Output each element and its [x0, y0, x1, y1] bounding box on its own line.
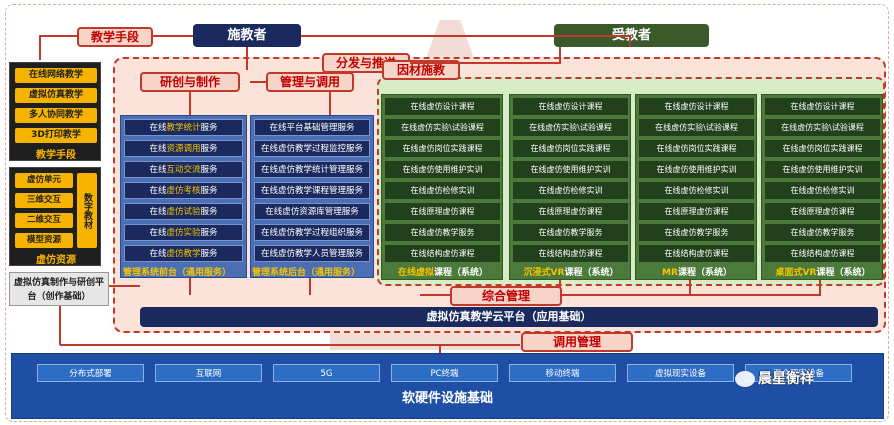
- learner-box: 受教者: [554, 24, 709, 47]
- wechat-icon: [735, 371, 755, 387]
- research-production-label: 研创与制作: [140, 72, 240, 92]
- course-system-panel: 在线虚仿设计课程在线虚仿实验\试验课程在线虚仿岗位实践课程在线虚仿使用维护实训在…: [635, 94, 757, 280]
- course-item[interactable]: 在线原理虚仿课程: [513, 203, 628, 220]
- infrastructure-item[interactable]: 5G: [273, 364, 380, 382]
- infrastructure-item[interactable]: PC终端: [391, 364, 498, 382]
- watermark-text: 晨星衡祥: [758, 371, 814, 387]
- course-system-caption: 在线虚拟课程（系统）: [397, 268, 489, 278]
- course-item[interactable]: 在线虚仿检修实训: [639, 182, 754, 199]
- teaching-methods-panel: 在线网络教学 虚拟仿真教学 多人协同教学 3D打印教学 教学手段: [9, 62, 101, 161]
- outer-frame: [5, 4, 889, 422]
- frontend-caption: 管理系统前台（通用服务）: [123, 268, 232, 278]
- course-item[interactable]: 在线原理虚仿课程: [639, 203, 754, 220]
- teaching-method-item[interactable]: 多人协同教学: [15, 108, 97, 123]
- course-item[interactable]: 在线虚仿实验\试验课程: [639, 119, 754, 136]
- course-item[interactable]: 在线虚仿教学服务: [385, 224, 500, 241]
- resource-item[interactable]: 二维交互: [15, 213, 73, 228]
- teaching-method-item[interactable]: 在线网络教学: [15, 68, 97, 83]
- frontend-service-item[interactable]: 在线资源调用服务: [124, 140, 243, 157]
- course-item[interactable]: 在线虚仿教学服务: [639, 224, 754, 241]
- call-management-label: 调用管理: [521, 332, 633, 352]
- adaptive-teaching-label: 因材施教: [382, 60, 460, 80]
- course-system-caption: 桌面式VR课程（系统）: [775, 268, 871, 278]
- course-item[interactable]: 在线虚仿使用维护实训: [639, 161, 754, 178]
- cloud-platform-bar: 虚拟仿真教学云平台（应用基础）: [140, 307, 878, 327]
- course-system-panel: 在线虚仿设计课程在线虚仿实验\试验课程在线虚仿岗位实践课程在线虚仿使用维护实训在…: [509, 94, 631, 280]
- backend-service-item[interactable]: 在线虚仿教学过程组织服务: [254, 224, 370, 241]
- infrastructure-panel: [11, 353, 884, 419]
- frontend-service-item[interactable]: 在线虚仿试验服务: [124, 203, 243, 220]
- course-item[interactable]: 在线原理虚仿课程: [385, 203, 500, 220]
- course-item[interactable]: 在线结构虚仿课程: [765, 245, 880, 262]
- course-item[interactable]: 在线虚仿教学服务: [513, 224, 628, 241]
- course-item[interactable]: 在线结构虚仿课程: [385, 245, 500, 262]
- course-item[interactable]: 在线虚仿岗位实践课程: [513, 140, 628, 157]
- backend-service-item[interactable]: 在线虚仿教学过程监控服务: [254, 140, 370, 157]
- teaching-methods-label: 教学手段: [77, 27, 153, 47]
- frontend-service-item[interactable]: 在线教学统计服务: [124, 119, 243, 136]
- course-item[interactable]: 在线虚仿检修实训: [513, 182, 628, 199]
- course-item[interactable]: 在线虚仿实验\试验课程: [513, 119, 628, 136]
- frontend-service-item[interactable]: 在线互动交流服务: [124, 161, 243, 178]
- course-item[interactable]: 在线虚仿使用维护实训: [385, 161, 500, 178]
- integrated-management-label: 综合管理: [450, 286, 562, 306]
- teaching-method-item[interactable]: 虚拟仿真教学: [15, 88, 97, 103]
- course-item[interactable]: 在线虚仿岗位实践课程: [385, 140, 500, 157]
- course-item[interactable]: 在线虚仿岗位实践课程: [639, 140, 754, 157]
- infrastructure-title: 软硬件设施基础: [401, 391, 493, 406]
- virtual-resources-title: 虚仿资源: [36, 255, 76, 266]
- course-item[interactable]: 在线虚仿教学服务: [765, 224, 880, 241]
- creation-platform-label: 虚拟仿真制作与研创平台（创作基础）: [9, 272, 109, 306]
- backend-service-item[interactable]: 在线虚仿资源库管理服务: [254, 203, 370, 220]
- course-item[interactable]: 在线原理虚仿课程: [765, 203, 880, 220]
- frontend-service-item[interactable]: 在线虚仿实验服务: [124, 224, 243, 241]
- resource-item[interactable]: 虚仿单元: [15, 173, 73, 188]
- course-item[interactable]: 在线虚仿实验\试验课程: [385, 119, 500, 136]
- backend-service-item[interactable]: 在线平台基础管理服务: [254, 119, 370, 136]
- infrastructure-item[interactable]: 移动终端: [509, 364, 616, 382]
- course-system-caption: MR课程（系统）: [662, 268, 732, 278]
- infrastructure-item[interactable]: 分布式部署: [37, 364, 144, 382]
- backend-service-item[interactable]: 在线虚仿教学统计管理服务: [254, 161, 370, 178]
- teaching-method-item[interactable]: 3D打印教学: [15, 128, 97, 143]
- course-item[interactable]: 在线结构虚仿课程: [639, 245, 754, 262]
- backend-service-item[interactable]: 在线虚仿教学人员管理服务: [254, 245, 370, 262]
- course-system-panel: 在线虚仿设计课程在线虚仿实验\试验课程在线虚仿岗位实践课程在线虚仿使用维护实训在…: [761, 94, 883, 280]
- course-item[interactable]: 在线虚仿检修实训: [385, 182, 500, 199]
- course-item[interactable]: 在线虚仿设计课程: [765, 98, 880, 115]
- course-item[interactable]: 在线虚仿设计课程: [385, 98, 500, 115]
- infrastructure-item[interactable]: 混合现实设备: [745, 364, 852, 382]
- infrastructure-item[interactable]: 互联网: [155, 364, 262, 382]
- course-system-panel: 在线虚仿设计课程在线虚仿实验\试验课程在线虚仿岗位实践课程在线虚仿使用维护实训在…: [381, 94, 503, 280]
- course-item[interactable]: 在线虚仿使用维护实训: [765, 161, 880, 178]
- virtual-resources-panel: 虚仿单元 三维交互 二维交互 模型资源 数字教材 虚仿资源: [9, 167, 101, 266]
- course-item[interactable]: 在线虚仿设计课程: [639, 98, 754, 115]
- resource-item[interactable]: 模型资源: [15, 233, 73, 248]
- course-system-caption: 沉浸式VR课程（系统）: [523, 268, 619, 278]
- course-item[interactable]: 在线虚仿设计课程: [513, 98, 628, 115]
- digital-textbook-label[interactable]: 数字教材: [77, 173, 97, 248]
- frontend-service-item[interactable]: 在线虚仿考核服务: [124, 182, 243, 199]
- course-item[interactable]: 在线虚仿使用维护实训: [513, 161, 628, 178]
- course-item[interactable]: 在线虚仿实验\试验课程: [765, 119, 880, 136]
- management-invocation-label: 管理与调用: [266, 72, 354, 92]
- resource-item[interactable]: 三维交互: [15, 193, 73, 208]
- backend-service-item[interactable]: 在线虚仿教学课程管理服务: [254, 182, 370, 199]
- infrastructure-item[interactable]: 虚拟现实设备: [627, 364, 734, 382]
- course-item[interactable]: 在线结构虚仿课程: [513, 245, 628, 262]
- educator-box: 施教者: [193, 24, 301, 47]
- course-item[interactable]: 在线虚仿岗位实践课程: [765, 140, 880, 157]
- frontend-service-item[interactable]: 在线虚仿教学服务: [124, 245, 243, 262]
- backend-caption: 管理系统后台（通用服务）: [252, 268, 361, 278]
- teaching-methods-title: 教学手段: [36, 150, 76, 161]
- course-item[interactable]: 在线虚仿检修实训: [765, 182, 880, 199]
